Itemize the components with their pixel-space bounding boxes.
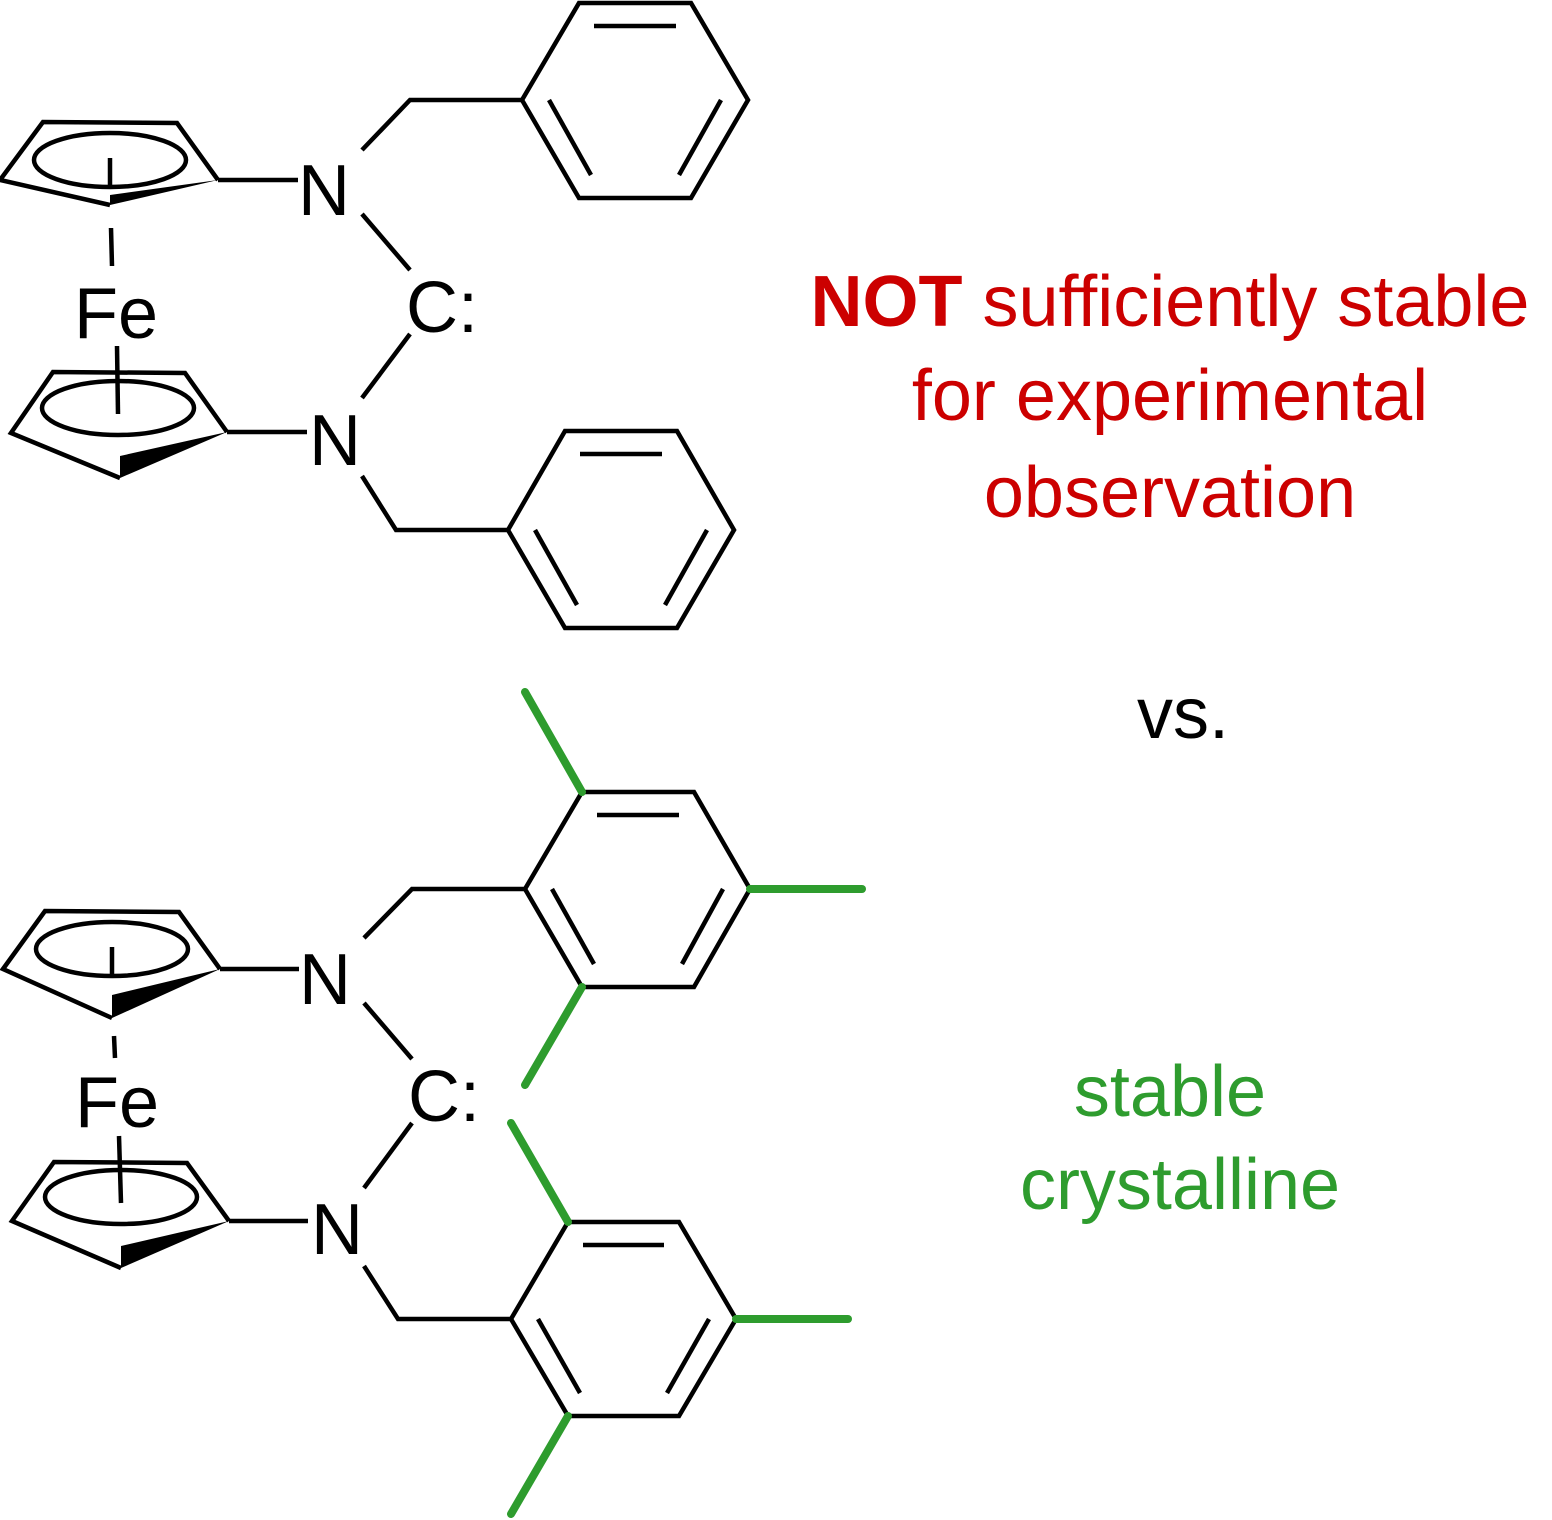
unstable-caption-line-3: observation xyxy=(984,453,1356,533)
methyl-group xyxy=(521,688,586,796)
nitrogen-atom-label: N xyxy=(299,940,351,1020)
upper-cp-ring-bottom xyxy=(0,908,222,1059)
nitrogen-atom-label: N xyxy=(311,1190,363,1270)
unstable-carbene-structure: Fe N N C: xyxy=(0,0,751,631)
unstable-caption: NOT sufficiently stable for experimental… xyxy=(811,262,1530,533)
methyl-group xyxy=(521,983,586,1089)
unstable-caption-line-1: NOT sufficiently stable xyxy=(811,262,1530,342)
not-emphasis: NOT xyxy=(811,262,963,342)
mesityl-group-lower xyxy=(362,1119,852,1518)
carbene-carbon-label: C: xyxy=(406,268,478,348)
mesityl-group-upper xyxy=(362,688,866,1089)
methyl-group xyxy=(507,1119,572,1226)
lower-cp-ring-top xyxy=(7,345,229,481)
unstable-caption-text: sufficiently stable xyxy=(963,262,1530,342)
stable-caption-line-2: crystalline xyxy=(1020,1145,1340,1225)
versus-label: vs. xyxy=(1137,674,1229,754)
nitrogen-atom-label: N xyxy=(309,401,361,481)
iron-atom-label: Fe xyxy=(74,274,158,354)
stable-caption-line-1: stable xyxy=(1074,1052,1266,1132)
stable-carbene-structure: Fe N N C: xyxy=(0,688,866,1518)
carbene-carbon-label: C: xyxy=(408,1057,480,1137)
stable-caption: stable crystalline xyxy=(1020,1052,1340,1225)
nitrogen-atom-label: N xyxy=(298,151,350,231)
lower-cp-ring-bottom xyxy=(8,1135,231,1271)
unstable-caption-line-2: for experimental xyxy=(912,356,1428,436)
benzyl-group-lower xyxy=(360,428,737,631)
upper-cp-ring-top xyxy=(0,119,220,267)
methyl-group xyxy=(507,1412,572,1518)
iron-atom-label: Fe xyxy=(75,1063,159,1143)
benzyl-group-upper xyxy=(360,0,751,201)
